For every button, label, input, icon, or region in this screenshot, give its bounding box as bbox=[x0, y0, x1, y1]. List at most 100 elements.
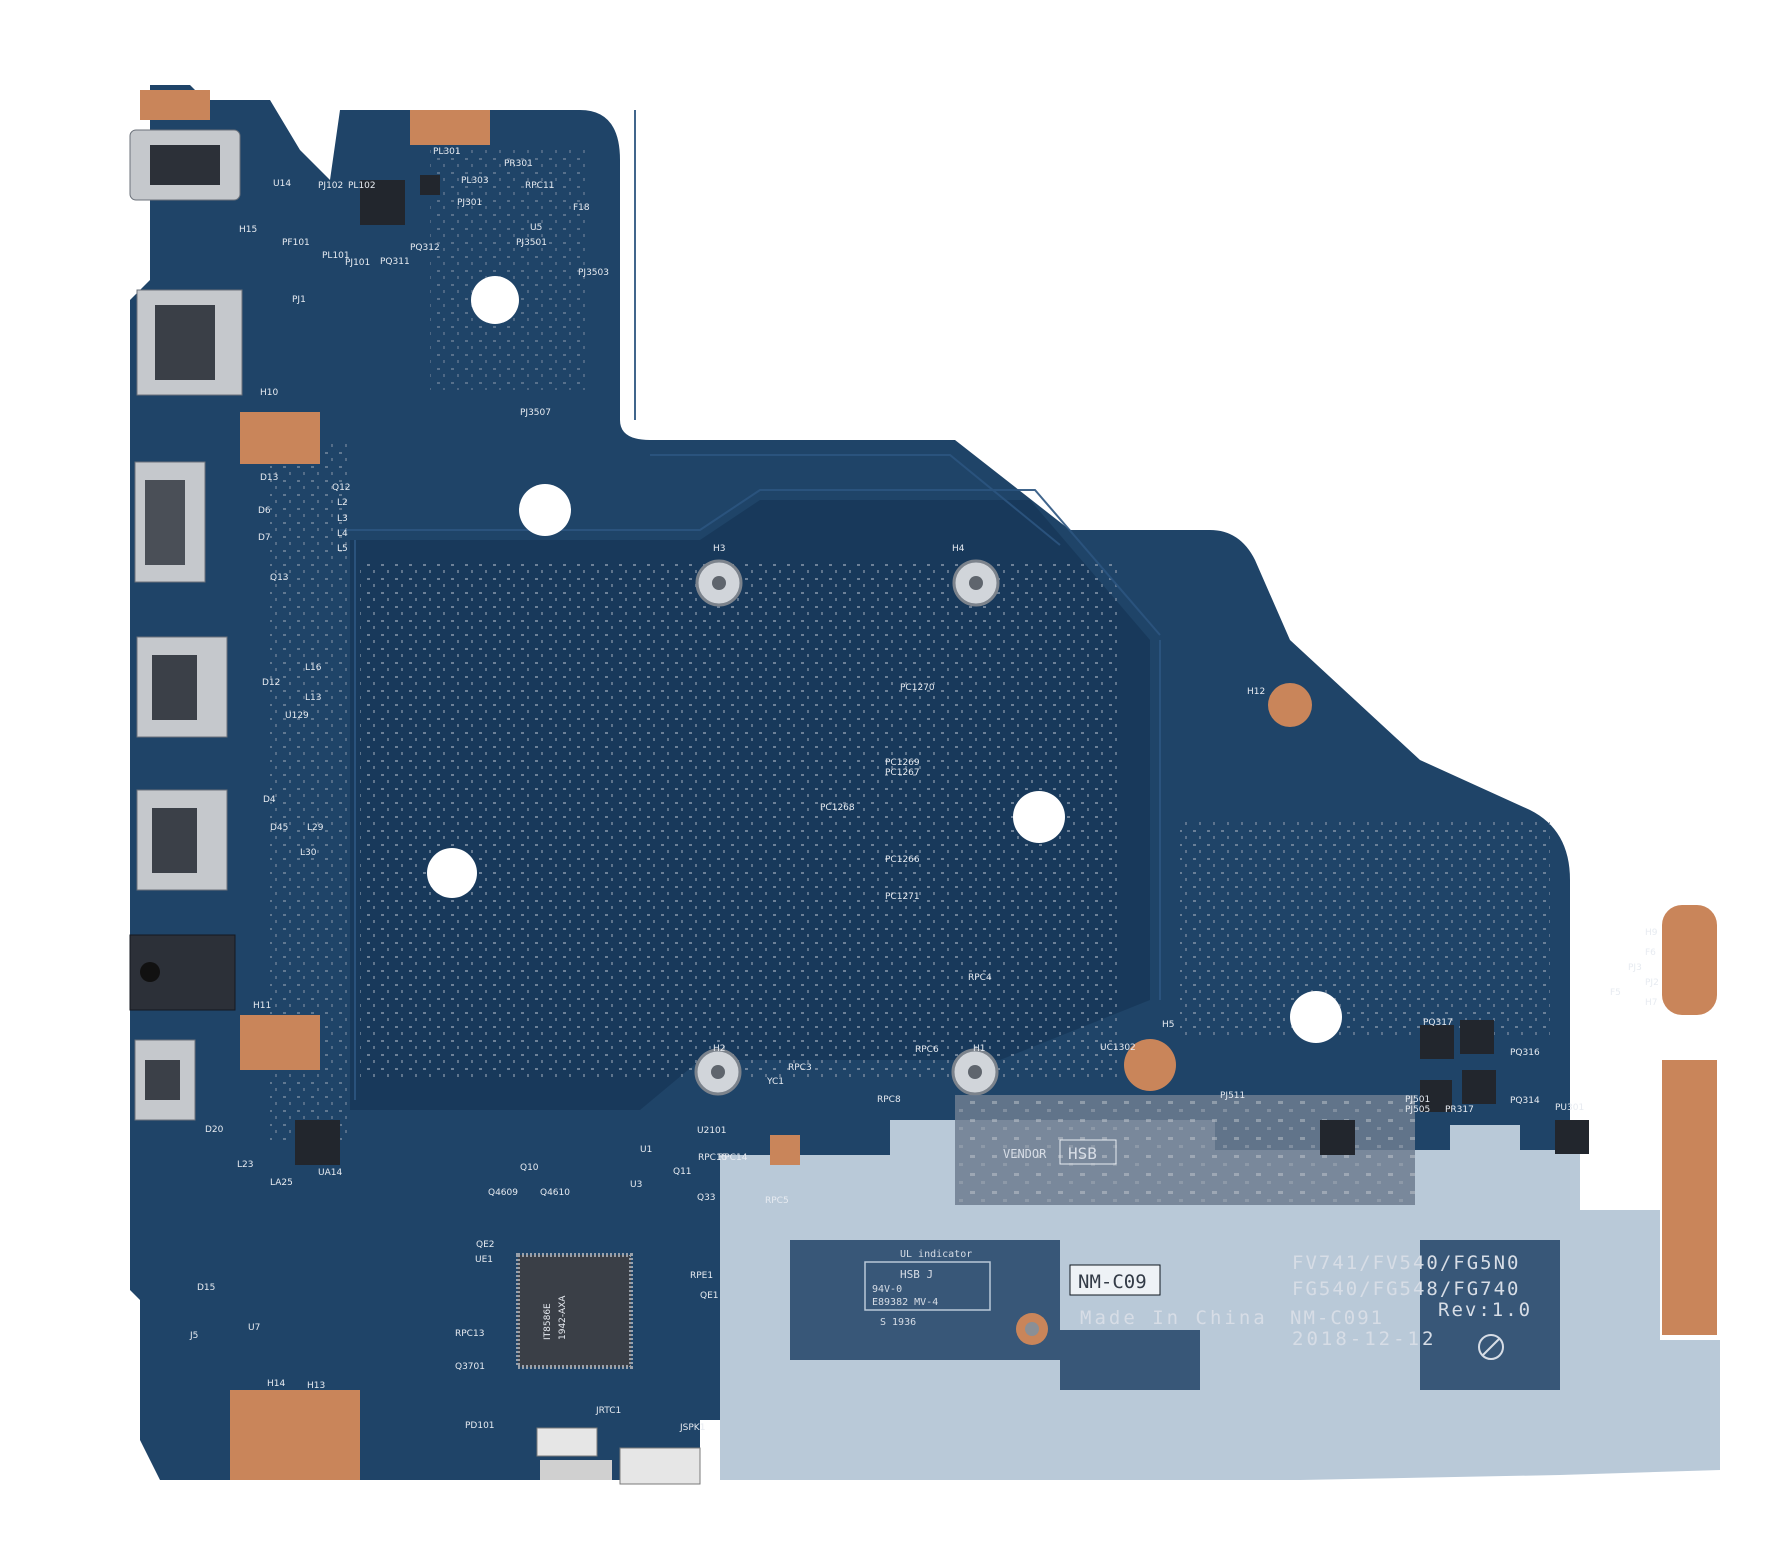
ref-label: PL301 bbox=[433, 147, 461, 157]
hole-label: H3 bbox=[713, 544, 726, 554]
ref-label: PR317 bbox=[1445, 1105, 1474, 1115]
ref-label: PJ3503 bbox=[578, 268, 609, 278]
ref-label: PU301 bbox=[1555, 1103, 1584, 1113]
ref-label: PJ2 bbox=[1645, 978, 1659, 988]
ec-chip bbox=[516, 1253, 633, 1369]
model-box-text: NM-C09 bbox=[1078, 1271, 1147, 1293]
ref-label: Q33 bbox=[697, 1193, 716, 1203]
copper-pads bbox=[140, 90, 1717, 1480]
ul-file-text: E89382 MV-4 bbox=[872, 1297, 938, 1308]
small-ics bbox=[295, 175, 1589, 1165]
ref-label: PJ3501 bbox=[516, 238, 547, 248]
ref-label: U1 bbox=[640, 1145, 652, 1155]
ref-label: PJ301 bbox=[457, 198, 482, 208]
ref-label: D13 bbox=[260, 473, 278, 483]
ref-label: PQ317 bbox=[1423, 1018, 1453, 1028]
ref-label: RPC15 bbox=[698, 1153, 727, 1163]
ref-label: JRTC1 bbox=[595, 1406, 621, 1416]
hole-label: H4 bbox=[952, 544, 965, 554]
ref-label: PF101 bbox=[282, 238, 310, 248]
ref-label: UA14 bbox=[318, 1168, 342, 1178]
ref-label: F6 bbox=[1645, 948, 1656, 958]
ref-label: QE1 bbox=[700, 1291, 719, 1301]
ref-label: RPC13 bbox=[455, 1329, 484, 1339]
ref-label: JSPK1 bbox=[679, 1423, 705, 1433]
hole-label: H2 bbox=[713, 1044, 726, 1054]
ref-label: Q12 bbox=[332, 483, 351, 493]
label-region bbox=[790, 1240, 1560, 1390]
ref-label: H7 bbox=[1645, 998, 1658, 1008]
hole-label: H5 bbox=[1162, 1020, 1175, 1030]
marking-models-line1: FV741/FV540/FG5N0 bbox=[1292, 1252, 1520, 1274]
ref-label: RPC8 bbox=[877, 1095, 901, 1105]
ref-label: RPC5 bbox=[765, 1196, 789, 1206]
ref-label: L2 bbox=[337, 498, 348, 508]
ref-label: U3 bbox=[630, 1180, 642, 1190]
rtc-connector bbox=[536, 1427, 598, 1457]
hole-label: H12 bbox=[1247, 687, 1265, 697]
ul-rating-text: 94V-0 bbox=[872, 1284, 902, 1295]
ref-label: U7 bbox=[248, 1323, 260, 1333]
marking-origin: Made In China bbox=[1080, 1307, 1268, 1329]
ref-label: L23 bbox=[237, 1160, 253, 1170]
ref-label: YC1 bbox=[766, 1077, 784, 1087]
ref-label: PJ3507 bbox=[520, 408, 551, 418]
ref-label: PC1271 bbox=[885, 892, 920, 902]
hole-label: H13 bbox=[307, 1381, 325, 1391]
ref-label: PQ316 bbox=[1510, 1048, 1540, 1058]
ref-designators: PL301 PR301 PL303 RPC11 PJ301 U5 F18 PJ3… bbox=[189, 147, 1659, 1433]
ref-label: LA25 bbox=[270, 1178, 293, 1188]
component-dots bbox=[430, 150, 590, 390]
ref-label: Q10 bbox=[520, 1163, 539, 1173]
hole-label: H10 bbox=[260, 388, 278, 398]
ref-label: PC1269 bbox=[885, 758, 920, 768]
ref-label: PJ3 bbox=[1628, 963, 1642, 973]
ref-label: PR301 bbox=[504, 159, 533, 169]
ref-label: RPC6 bbox=[915, 1045, 939, 1055]
screw-standoffs bbox=[694, 559, 1000, 1096]
ul-label bbox=[864, 1261, 991, 1311]
hole-label: H11 bbox=[253, 1001, 271, 1011]
hole-label: H15 bbox=[239, 225, 257, 235]
ref-label: U2101 bbox=[697, 1126, 727, 1136]
ref-label: L4 bbox=[337, 529, 348, 539]
ref-label: RPC3 bbox=[788, 1063, 812, 1073]
ref-label: PL303 bbox=[461, 176, 489, 186]
ref-label: Q13 bbox=[270, 573, 289, 583]
vendor-code-text: HSB bbox=[1068, 1144, 1097, 1163]
ref-label: U5 bbox=[530, 223, 542, 233]
ul-week-text: S 1936 bbox=[880, 1317, 916, 1328]
component-dots bbox=[360, 560, 1120, 1080]
ref-label: PC1270 bbox=[900, 683, 935, 693]
ref-label: UC1302 bbox=[1100, 1043, 1136, 1053]
ref-label: QE2 bbox=[476, 1240, 495, 1250]
ref-label: H9 bbox=[1645, 928, 1658, 938]
ref-label: L29 bbox=[307, 823, 324, 833]
ref-label: D20 bbox=[205, 1125, 224, 1135]
ref-label: RPE1 bbox=[690, 1271, 713, 1281]
ref-label: Q4609 bbox=[488, 1188, 518, 1198]
ref-label: L13 bbox=[305, 693, 321, 703]
marking-models-line2: FG540/FG548/FG740 bbox=[1292, 1278, 1520, 1300]
ref-label: D15 bbox=[197, 1283, 215, 1293]
ref-label: PJ101 bbox=[345, 258, 370, 268]
model-box bbox=[1069, 1264, 1161, 1296]
ref-label: F18 bbox=[573, 203, 590, 213]
component-dots bbox=[1180, 820, 1550, 1040]
ref-label: D4 bbox=[263, 795, 276, 805]
marking-date: 2018-12-12 bbox=[1292, 1328, 1436, 1350]
ports bbox=[129, 129, 243, 1121]
hole-label: H14 bbox=[267, 1379, 285, 1389]
pb-free-icon bbox=[1478, 1334, 1504, 1360]
marking-part: NM-C091 bbox=[1290, 1307, 1384, 1329]
hole-label: H1 bbox=[973, 1044, 986, 1054]
ref-label: PQ312 bbox=[410, 243, 440, 253]
ul-vendor-text: HSB J bbox=[900, 1268, 933, 1281]
ref-label: UE1 bbox=[475, 1255, 493, 1265]
ref-label: Q4610 bbox=[540, 1188, 570, 1198]
ref-label: PC1268 bbox=[820, 803, 855, 813]
ref-label: D12 bbox=[262, 678, 280, 688]
ref-label: D7 bbox=[258, 533, 271, 543]
ref-label: PJ501 bbox=[1405, 1095, 1430, 1105]
